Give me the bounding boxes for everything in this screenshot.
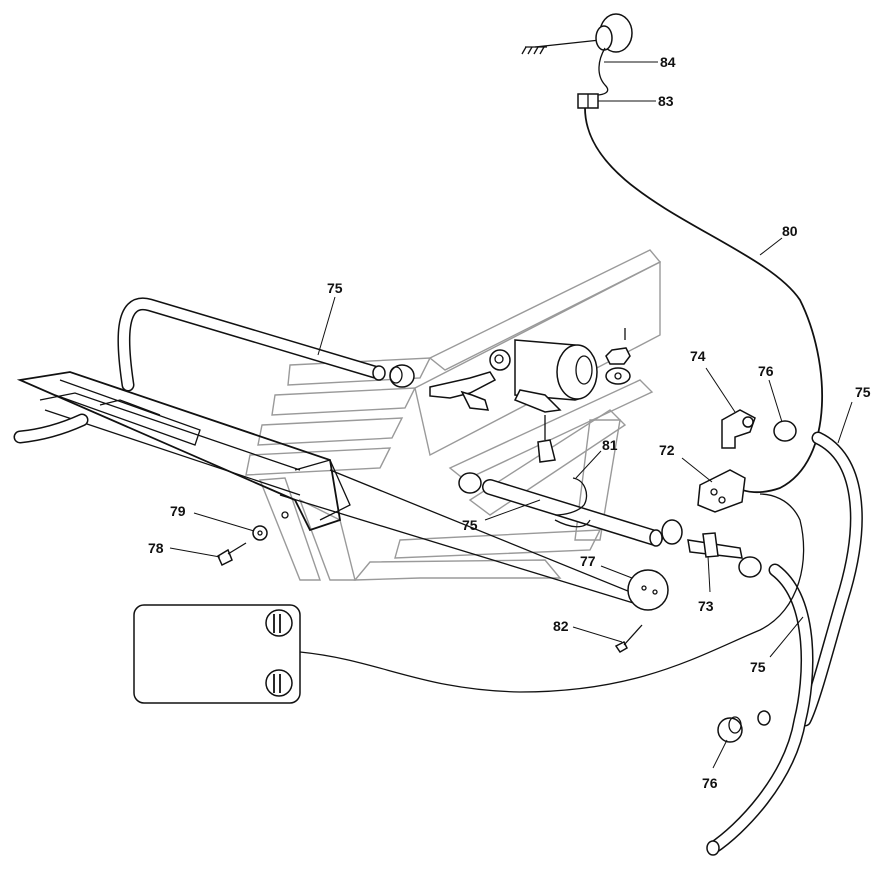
screw-82 [614,624,643,653]
washer-79 [252,511,289,541]
label-76-lower: 76 [702,775,718,791]
label-83: 83 [658,93,674,109]
connector-83 [577,93,599,109]
label-75-middle: 75 [462,517,478,533]
elbow-74 [721,409,756,449]
label-79: 79 [170,503,186,519]
label-78: 78 [148,540,164,556]
label-80: 80 [782,223,798,239]
callouts: 84 83 80 75 74 76 75 72 81 75 79 78 77 7… [148,54,871,791]
label-73: 73 [698,598,714,614]
hose-75-upper [117,297,415,392]
watermark [245,249,662,581]
trough-assembly [13,371,651,606]
screw-78 [217,542,247,567]
label-75-lower: 75 [750,659,766,675]
label-84: 84 [660,54,676,70]
label-82: 82 [553,618,569,634]
label-75-right: 75 [855,384,871,400]
clamp-76-lower [717,716,743,743]
lamp-assembly [521,13,633,96]
plug-77 [627,569,669,611]
label-76-upper: 76 [758,363,774,379]
tee-73 [687,532,762,578]
label-77: 77 [580,553,596,569]
wire-80 [584,107,823,494]
leader-lines [169,61,853,769]
label-75-upper: 75 [327,280,343,296]
pump-assembly [429,339,598,463]
nut-washer [605,328,631,385]
label-72: 72 [659,442,675,458]
tube-81 [458,472,683,547]
label-81: 81 [602,437,618,453]
hose-75-right [706,420,863,856]
label-74: 74 [690,348,706,364]
reservoir [133,493,805,704]
